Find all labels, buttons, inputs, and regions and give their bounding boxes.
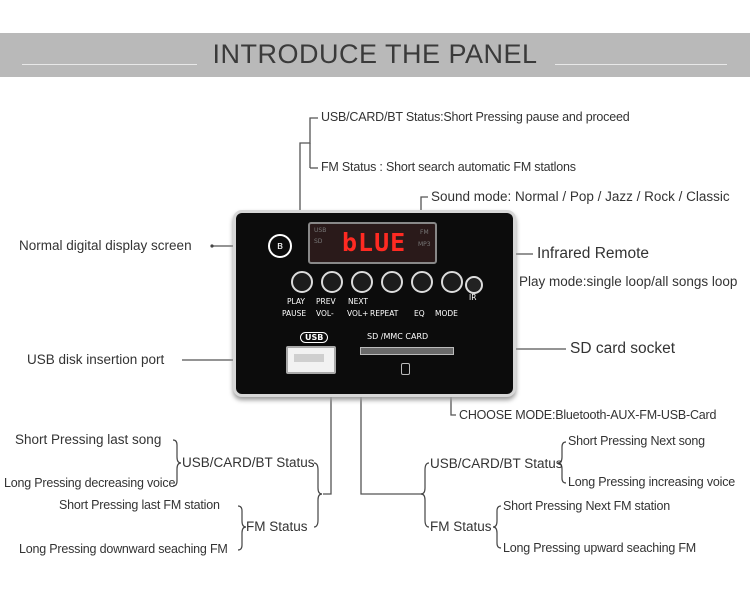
title-banner: [0, 33, 750, 77]
page-title: INTRODUCE THE PANEL: [212, 39, 538, 69]
lcd-tag-sd: SD: [314, 238, 323, 245]
lcd-tag-fm: FM: [420, 229, 429, 236]
button-label-vol-down: VOL-: [316, 309, 334, 318]
label-left-short-fm: Short Pressing last FM station: [59, 498, 220, 512]
mode-button[interactable]: [441, 271, 463, 293]
button-label-play: PLAY: [287, 297, 306, 306]
label-sound-mode: Sound mode: Normal / Pop / Jazz / Rock /…: [431, 189, 730, 204]
label-right-long-fm: Long Pressing upward seaching FM: [503, 541, 697, 555]
button-label-pause: PAUSE: [282, 309, 307, 318]
label-left-status: USB/CARD/BT Status: [182, 455, 315, 470]
sd-card-label: SD /MMC CARD: [367, 332, 429, 341]
device-panel: ʙ USB SD FM MP3 bLUE PLAY PREV NEXT PAUS…: [236, 213, 513, 394]
button-label-ir: IR: [469, 293, 477, 302]
lcd-tag-mp3: MP3: [418, 241, 431, 248]
button-label-next: NEXT: [348, 297, 368, 306]
button-label-repeat: REPEAT: [370, 309, 399, 318]
sd-led: [401, 363, 410, 375]
usb-tag: USB: [300, 332, 329, 343]
label-right-status: USB/CARD/BT Status: [430, 456, 563, 471]
banner-rule-left: [22, 64, 197, 65]
label-usb-port: USB disk insertion port: [27, 352, 165, 367]
label-infrared: Infrared Remote: [537, 245, 649, 262]
digital-display: USB SD FM MP3 bLUE: [308, 222, 437, 264]
label-right-long-voice: Long Pressing increasing voice: [568, 475, 736, 489]
button-label-eq: EQ: [414, 309, 425, 318]
label-right-short-song: Short Pressing Next song: [568, 434, 705, 448]
repeat-button[interactable]: [381, 271, 403, 293]
bluetooth-icon: ʙ: [268, 234, 292, 258]
label-choose-mode: CHOOSE MODE:Bluetooth-AUX-FM-USB-Card: [459, 408, 717, 422]
button-label-vol-up: VOL+: [347, 309, 369, 318]
play-pause-button[interactable]: [291, 271, 313, 293]
button-label-prev: PREV: [316, 297, 336, 306]
label-left-short-song: Short Pressing last song: [15, 432, 162, 447]
eq-button[interactable]: [411, 271, 433, 293]
label-left-long-voice: Long Pressing decreasing voice: [4, 476, 176, 490]
label-right-short-fm: Short Pressing Next FM station: [503, 499, 670, 513]
label-top-fm: FM Status : Short search automatic FM st…: [321, 160, 576, 174]
label-left-fm-status: FM Status: [246, 519, 308, 534]
button-label-mode: MODE: [435, 309, 458, 318]
display-digits: bLUE: [342, 228, 407, 257]
ir-receiver: [465, 276, 483, 294]
label-play-mode: Play mode:single loop/all songs loop: [519, 274, 738, 289]
banner-rule-right: [555, 64, 727, 65]
label-left-long-fm: Long Pressing downward seaching FM: [19, 542, 228, 556]
label-top-status: USB/CARD/BT Status:Short Pressing pause …: [321, 110, 630, 124]
label-display-screen: Normal digital display screen: [19, 238, 192, 253]
usb-port[interactable]: [286, 346, 336, 374]
prev-button[interactable]: [321, 271, 343, 293]
lcd-tag-usb: USB: [314, 227, 327, 234]
label-sd-socket: SD card socket: [570, 340, 676, 357]
sd-card-slot[interactable]: [360, 347, 454, 355]
label-right-fm-status: FM Status: [430, 519, 492, 534]
next-button[interactable]: [351, 271, 373, 293]
